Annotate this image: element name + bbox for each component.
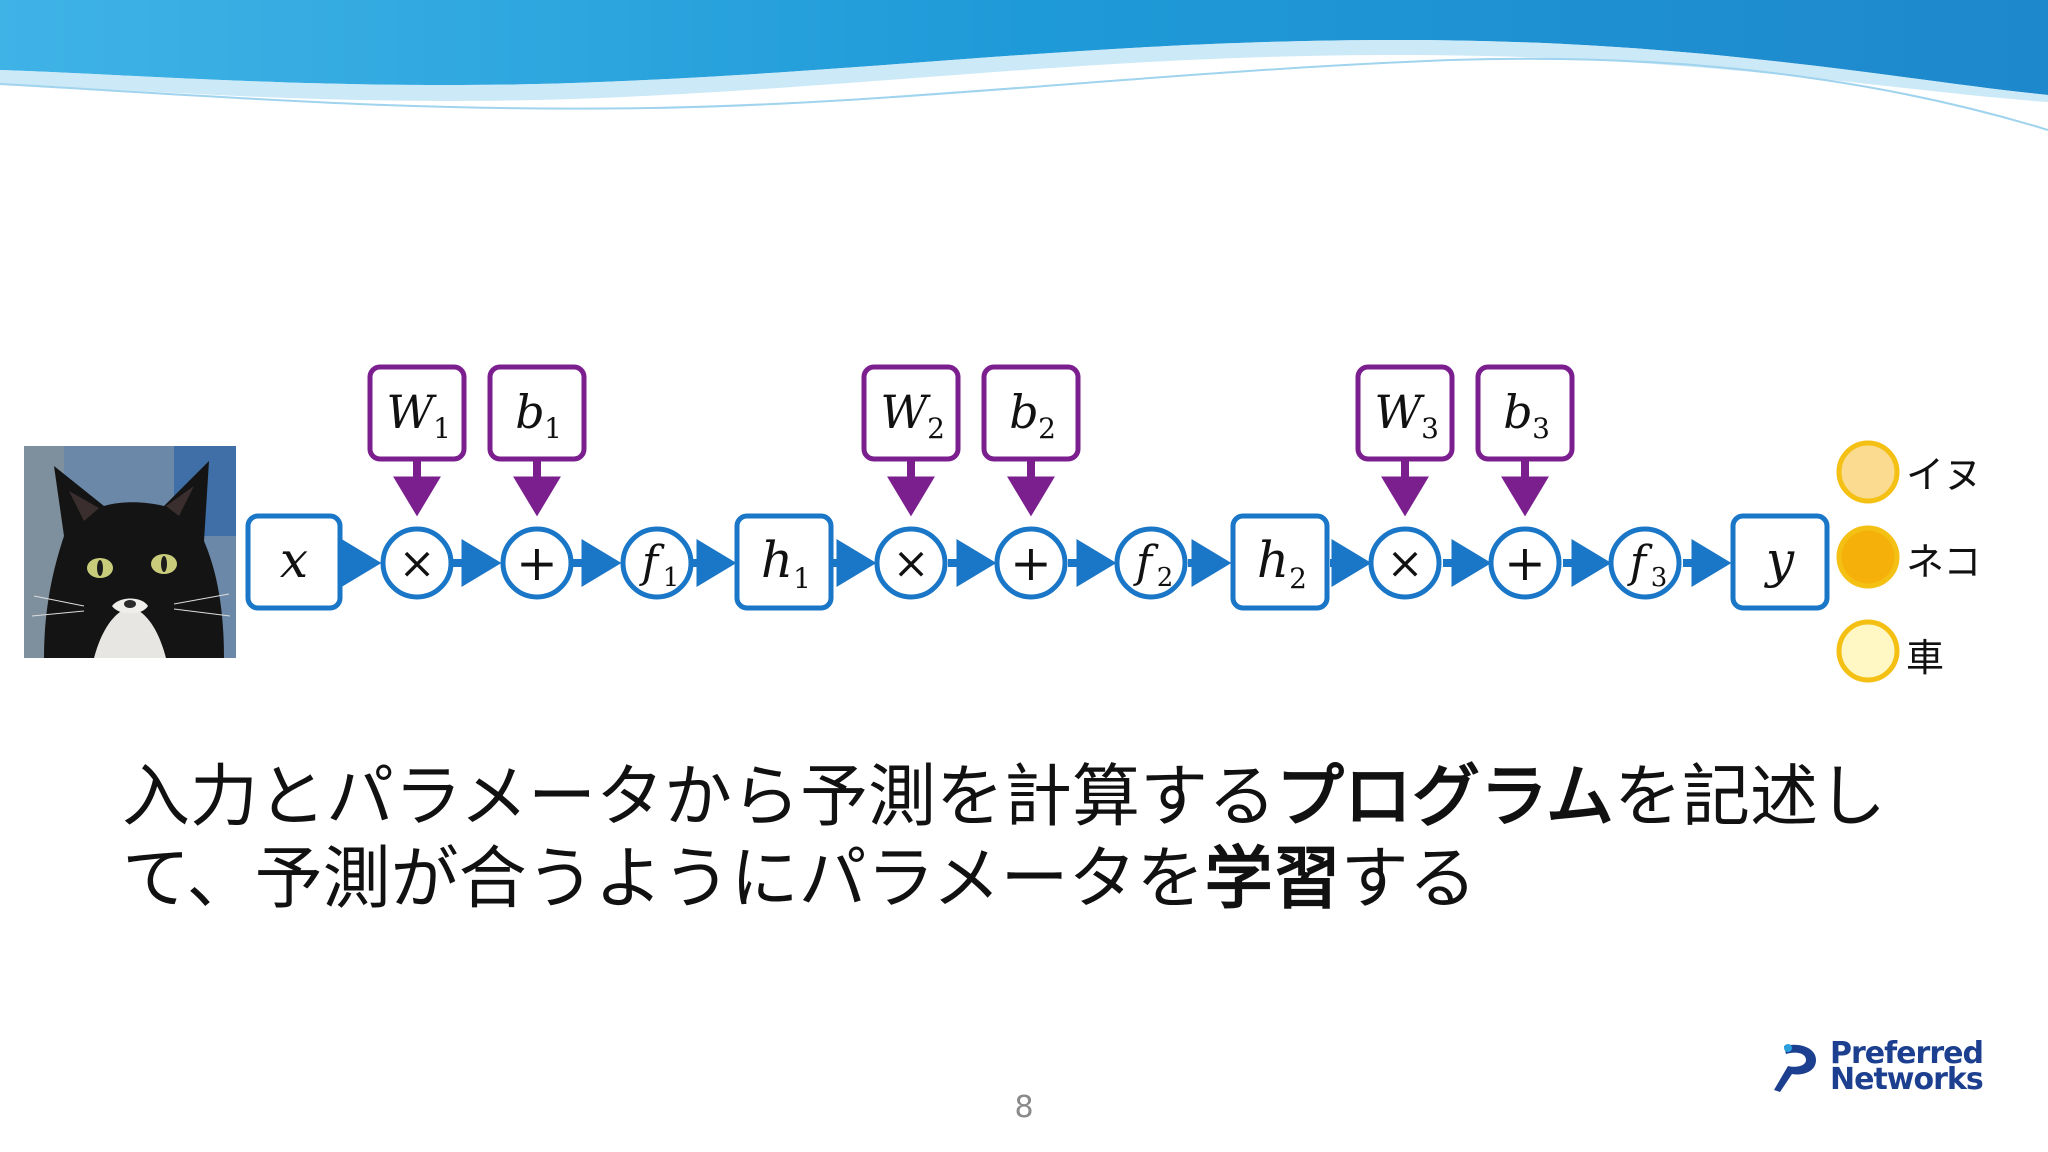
activation-sub-1: 1 (663, 563, 680, 593)
company-logo: Preferred Networks (1770, 1036, 2010, 1097)
add-node-2 (994, 526, 1068, 600)
cat-photo (24, 446, 236, 658)
activation-sub-2: 2 (1157, 563, 1174, 593)
bias-node-2 (981, 364, 1081, 462)
add-node-1 (500, 526, 574, 600)
output-label-car: 車 (1906, 636, 1945, 680)
add-node-3 (1488, 526, 1562, 600)
body-text-bold-learning: 学習 (1204, 840, 1341, 919)
weight-node-2 (861, 364, 961, 462)
hidden-sub-2: 2 (1289, 562, 1307, 595)
bias-label-1: b (515, 385, 544, 439)
weight-label-1: W (386, 385, 437, 439)
bias-label-3: b (1503, 385, 1532, 439)
weight-sub-3: 3 (1421, 412, 1439, 445)
bias-sub-1: 1 (544, 412, 562, 445)
output-dot-dog (1836, 440, 1900, 504)
weight-label-2: W (880, 385, 931, 439)
bias-label-2: b (1009, 385, 1038, 439)
bias-node-3 (1475, 364, 1575, 462)
multiply-op-1: × (399, 538, 436, 589)
logo-mark-icon (1774, 1044, 1816, 1092)
add-op-3: + (1504, 534, 1546, 592)
weight-sub-2: 2 (927, 412, 945, 445)
activation-sub-3: 3 (1651, 563, 1668, 593)
page-number: 8 (1014, 1090, 1034, 1125)
weight-label-3: W (1374, 385, 1425, 439)
multiply-op-2: × (893, 538, 930, 589)
activation-node-2 (1114, 526, 1188, 600)
weight-node-3 (1355, 364, 1455, 462)
hidden-label-1: h (761, 531, 793, 589)
bias-node-1 (487, 364, 587, 462)
multiply-op-3: × (1387, 538, 1424, 589)
output-label: y (1764, 531, 1795, 589)
output-dot-cat (1836, 525, 1900, 589)
header-wave-banner (0, 0, 2048, 131)
neural-network-diagram: x W 1 b 1 × + f 1 h 1 W 2 b 2 × + f 2 h … (245, 364, 1900, 683)
body-text-line-2: て、予測が合うようにパラメータを学習する (122, 840, 1477, 920)
input-node (245, 513, 343, 611)
body-text-segment: する (1340, 840, 1477, 919)
input-label: x (280, 531, 308, 589)
body-text-segment: 入力とパラメータから予測を計算する (122, 758, 1276, 837)
output-label-cat: ネコ (1906, 540, 1982, 584)
hidden-node-1 (734, 513, 834, 611)
add-op-2: + (1010, 534, 1052, 592)
hidden-sub-1: 1 (793, 562, 811, 595)
weight-node-1 (367, 364, 467, 462)
logo-text-line-1: Preferred (1830, 1036, 1984, 1071)
logo-text-line-2: Networks (1830, 1062, 1984, 1097)
output-node (1730, 513, 1830, 611)
body-text-line-1: 入力とパラメータから予測を計算するプログラムを記述し (122, 758, 1886, 838)
activation-node-3 (1608, 526, 1682, 600)
weight-sub-1: 1 (433, 412, 451, 445)
add-op-1: + (516, 534, 558, 592)
hidden-label-2: h (1257, 531, 1289, 589)
body-text-segment: て、予測が合うようにパラメータを (122, 840, 1205, 919)
multiply-node-2 (874, 526, 948, 600)
output-label-dog: イヌ (1906, 453, 1983, 497)
body-text-segment: を記述し (1613, 758, 1886, 837)
hidden-node-2 (1230, 513, 1330, 611)
param-arrows (393, 460, 1549, 517)
bias-sub-3: 3 (1532, 412, 1550, 445)
bias-sub-2: 2 (1038, 412, 1056, 445)
output-dot-car (1836, 619, 1900, 683)
body-text-bold-program: プログラム (1275, 758, 1614, 837)
multiply-node-1 (380, 526, 454, 600)
activation-node-1 (620, 526, 694, 600)
multiply-node-3 (1368, 526, 1442, 600)
